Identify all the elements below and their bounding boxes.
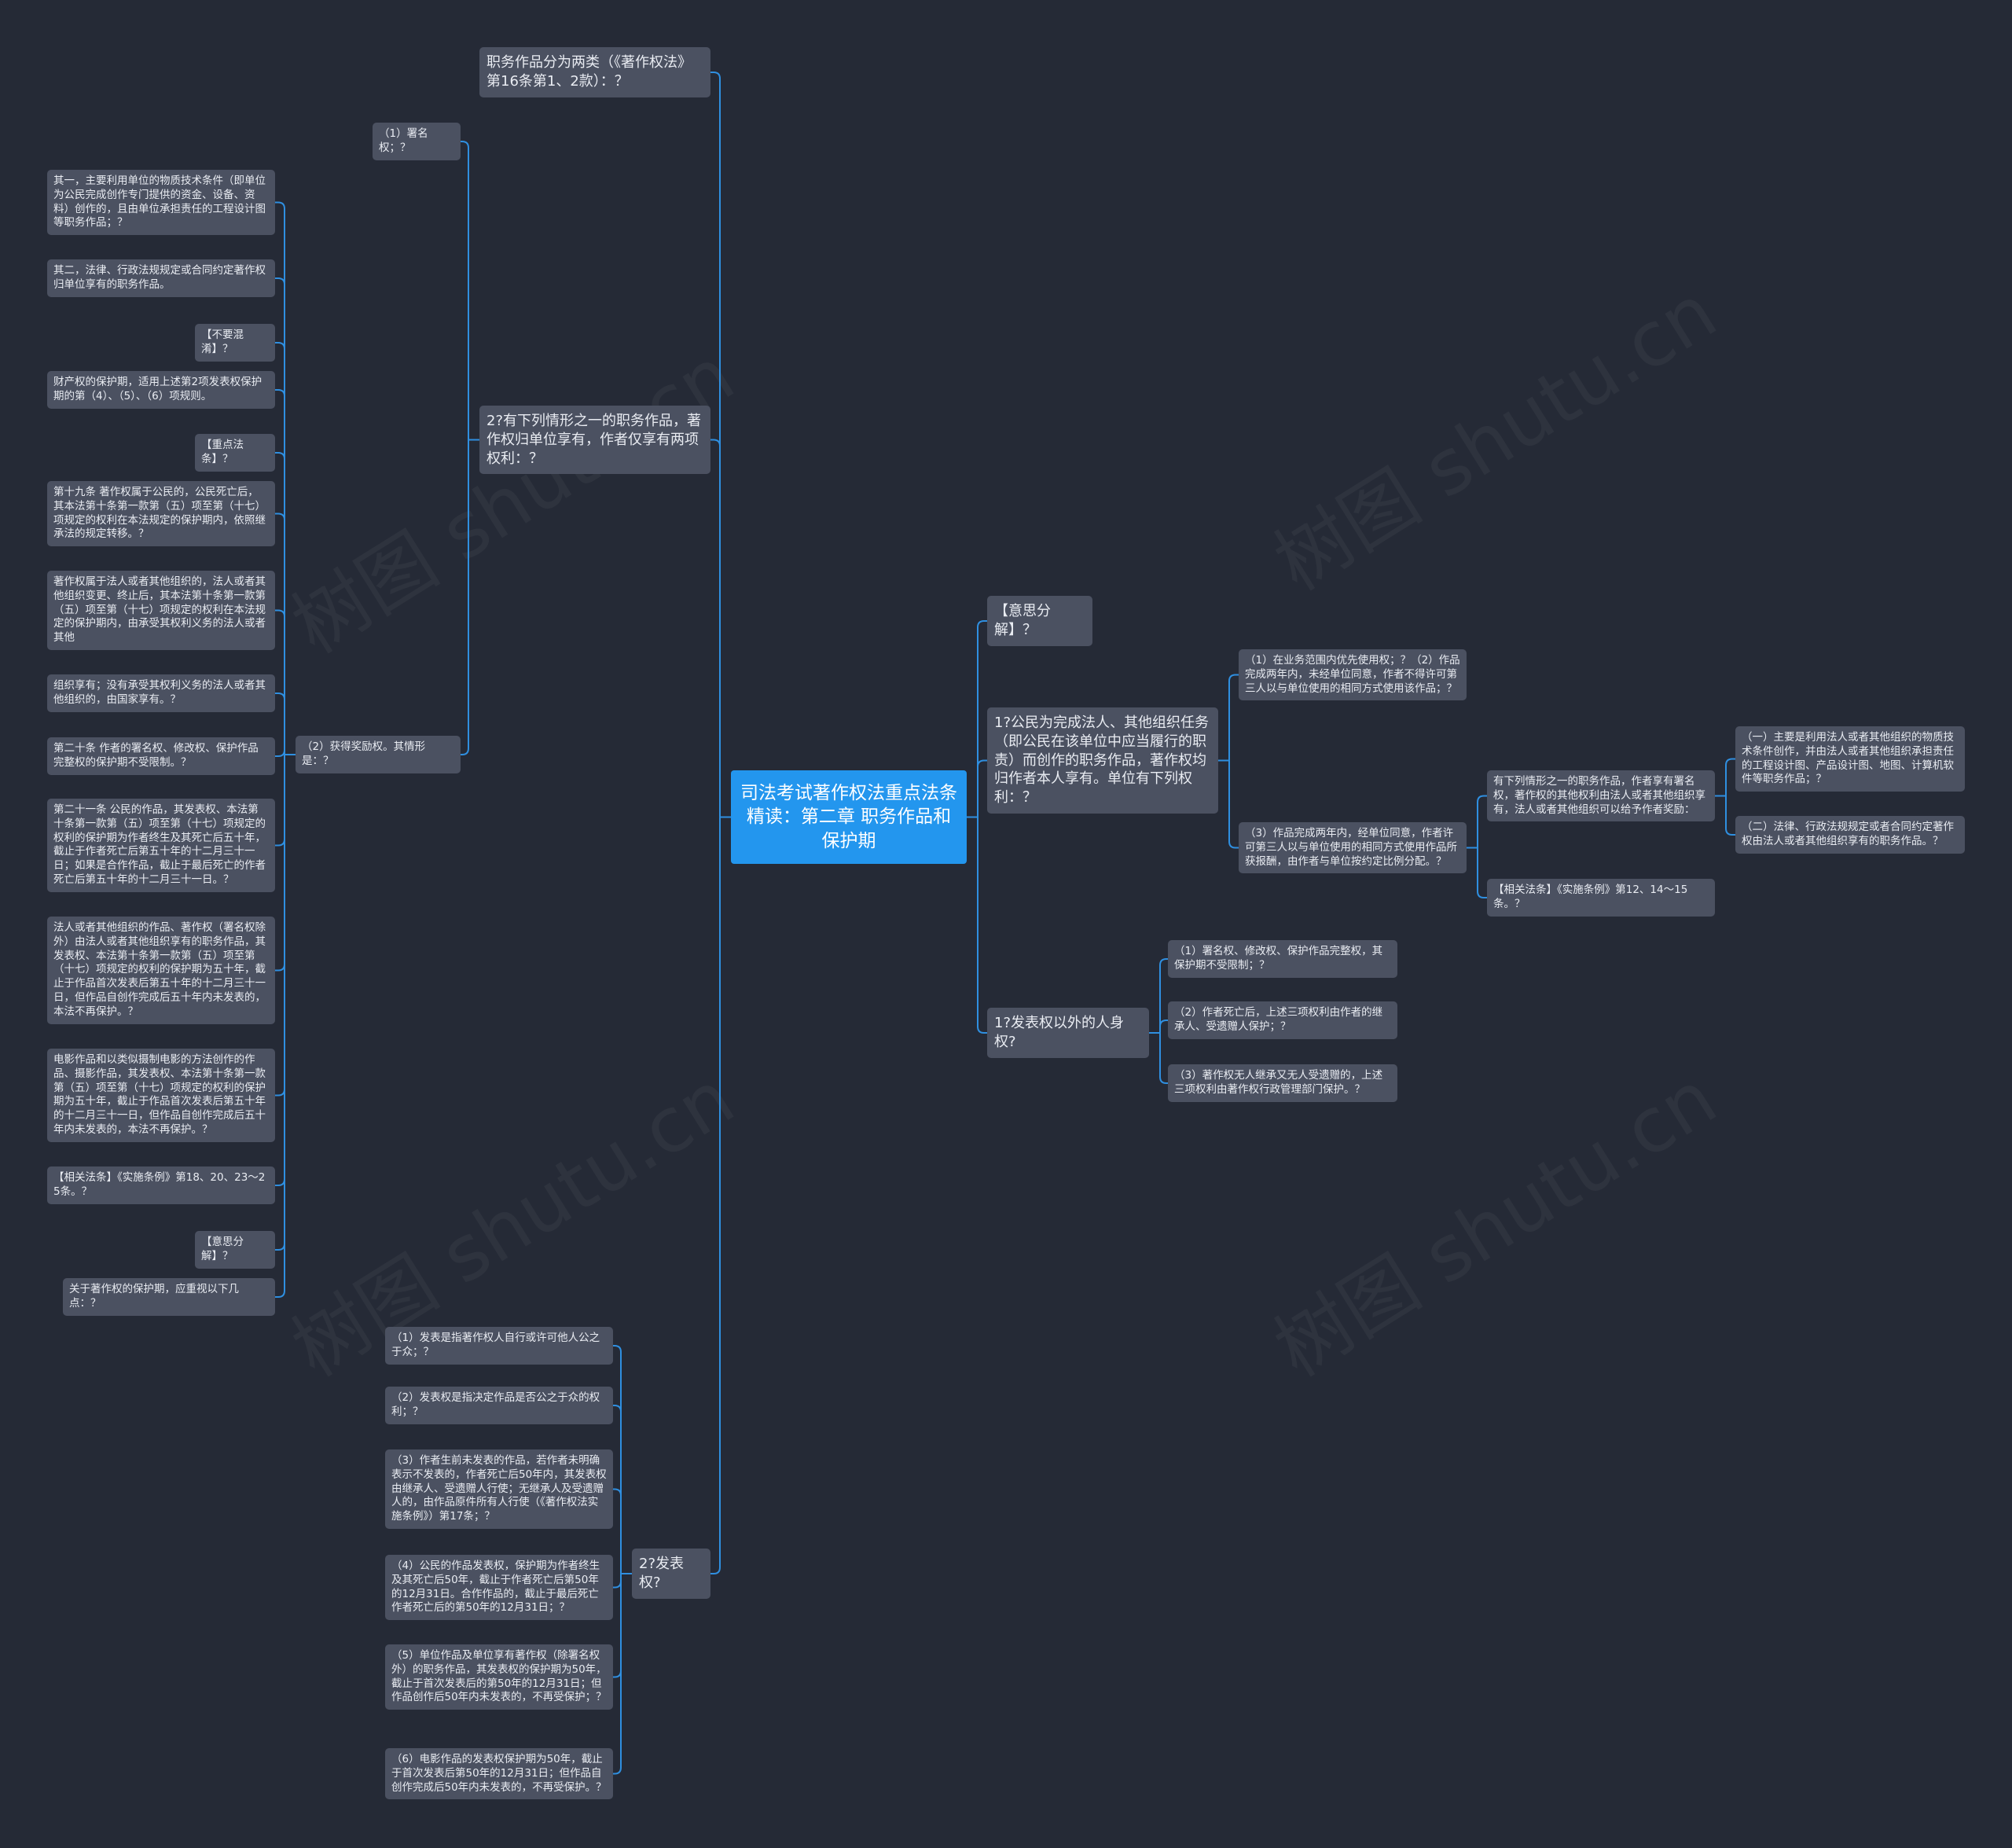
- connector: [275, 609, 285, 755]
- connector: [275, 755, 285, 1097]
- connector: [1228, 760, 1239, 849]
- leaf-item[interactable]: 【重点法条】？: [195, 434, 275, 472]
- connector: [275, 452, 285, 755]
- leaf-item[interactable]: （一）主要是利用法人或者其他组织的物质技术条件创作，并由法人或者其他组织承担责任…: [1735, 726, 1965, 792]
- leaf-item[interactable]: 【相关法条】《实施条例》第18、20、23～25条。？: [47, 1166, 275, 1204]
- leaf-item[interactable]: 电影作品和以类似摄制电影的方法创作的作品、摄影作品，其发表权、本法第十条第一款第…: [47, 1049, 275, 1142]
- connector: [977, 759, 987, 817]
- connector: [977, 620, 987, 817]
- leaf-item[interactable]: （3）作品完成两年内，经单位同意，作者许可第三人以与单位使用的相同方式使用作品所…: [1239, 822, 1467, 874]
- leaf-item[interactable]: 其一，主要利用单位的物质技术条件（即单位为公民完成创作专门提供的资金、设备、资料…: [47, 170, 275, 236]
- leaf-item[interactable]: （3）著作权无人继承又无人受遗赠的，上述三项权利由著作权行政管理部门保护。？: [1168, 1064, 1397, 1102]
- leaf-item[interactable]: （二）法律、行政法规规定或者合同约定著作权由法人或者其他组织享有的职务作品。？: [1735, 816, 1965, 854]
- connector: [710, 439, 721, 817]
- connector: [275, 755, 285, 1251]
- connector: [1725, 795, 1735, 836]
- connector: [1159, 1020, 1168, 1033]
- branch-author-owned-works[interactable]: 1?公民为完成法人、其他组织任务（即公民在该单位中应当履行的职责）而创作的职务作…: [987, 707, 1218, 814]
- connector: [1228, 674, 1239, 761]
- connector: [977, 817, 987, 1034]
- connector: [613, 1345, 622, 1574]
- leaf-item[interactable]: 其二，法律、行政法规规定或合同约定著作权归单位享有的职务作品。: [47, 259, 275, 297]
- connector: [275, 277, 285, 755]
- branch-personal-rights[interactable]: 1?发表权以外的人身权?: [987, 1008, 1149, 1058]
- connector: [275, 201, 285, 755]
- leaf-item[interactable]: 【不要混淆】？: [195, 324, 275, 362]
- node-reward-right[interactable]: （2）获得奖励权。其情形是：？: [296, 736, 461, 773]
- connector: [613, 1574, 622, 1678]
- connector: [1477, 795, 1487, 848]
- leaf-item[interactable]: （3）作者生前未发表的作品，若作者未明确表示不发表的，作者死亡后50年内，其发表…: [385, 1449, 613, 1530]
- leaf-item[interactable]: （2）发表权是指决定作品是否公之于众的权利；？: [385, 1387, 613, 1424]
- connector: [275, 693, 285, 755]
- connector: [710, 72, 721, 817]
- connector: [1477, 847, 1487, 898]
- leaf-item[interactable]: 财产权的保护期，适用上述第2项发表权保护期的第（4）、（5）、（6）项规则。: [47, 371, 275, 409]
- leaf-item[interactable]: 著作权属于法人或者其他组织的，法人或者其他组织变更、终止后，其本法第十条第一款第…: [47, 571, 275, 651]
- leaf-item[interactable]: （2）作者死亡后，上述三项权利由作者的继承人、受遗赠人保护；？: [1168, 1001, 1397, 1039]
- connector: [275, 755, 285, 847]
- branch-meaning-breakdown[interactable]: 【意思分解】？: [987, 596, 1092, 646]
- connector: [275, 755, 285, 1298]
- connector: [613, 1488, 622, 1574]
- leaf-item[interactable]: （6）电影作品的发表权保护期为50年，截止于首次发表后第50年的12月31日；但…: [385, 1748, 613, 1800]
- leaf-item[interactable]: 【相关法条】《实施条例》第12、14～15条。？: [1487, 879, 1715, 917]
- leaf-item[interactable]: 关于著作权的保护期，应重视以下几点：？: [63, 1278, 275, 1316]
- branch-publication-right[interactable]: 2?发表权?: [632, 1549, 710, 1599]
- connector: [275, 749, 285, 757]
- leaf-item[interactable]: （5）单位作品及单位享有著作权（除署名权外）的职务作品，其发表权的保护期为50年…: [385, 1644, 613, 1710]
- leaf-item[interactable]: 第十九条 著作权属于公民的，公民死亡后，其本法第十条第一款第（五）项至第（十七）…: [47, 481, 275, 547]
- connector: [275, 342, 285, 755]
- connector: [461, 439, 469, 755]
- connector: [1159, 958, 1168, 1033]
- leaf-item[interactable]: 法人或者其他组织的作品、著作权（署名权除外）由法人或者其他组织享有的职务作品，其…: [47, 917, 275, 1024]
- connector: [275, 389, 285, 755]
- root-topic[interactable]: 司法考试著作权法重点法条精读：第二章 职务作品和保护期: [731, 770, 967, 865]
- connector: [710, 817, 721, 1574]
- leaf-item[interactable]: （1）署名权、修改权、保护作品完整权，其保护期不受限制；？: [1168, 940, 1397, 978]
- leaf-item[interactable]: 【意思分解】？: [195, 1231, 275, 1269]
- leaf-item[interactable]: 第二十条 作者的署名权、修改权、保护作品完整权的保护期不受限制。？: [47, 737, 275, 775]
- branch-work-types[interactable]: 职务作品分为两类（《著作权法》第16条第1、2款）：？: [479, 47, 710, 97]
- connector: [613, 1574, 622, 1589]
- connector: [613, 1405, 622, 1574]
- leaf-item[interactable]: 有下列情形之一的职务作品，作者享有署名权，著作权的其他权利由法人或者其他组织享有…: [1487, 770, 1715, 822]
- connector: [275, 755, 285, 972]
- leaf-item[interactable]: （1）发表是指著作权人自行或许可他人公之于众；？: [385, 1327, 613, 1365]
- connector: [613, 1574, 622, 1775]
- connector: [1725, 758, 1735, 796]
- node-signature-right[interactable]: （1）署名权；？: [373, 123, 461, 160]
- connector: [275, 513, 285, 755]
- leaf-item[interactable]: （4）公民的作品发表权，保护期为作者终生及其死亡后50年，截止于作者死亡后第50…: [385, 1555, 613, 1621]
- leaf-item[interactable]: 第二十一条 公民的作品，其发表权、本法第十条第一款第（五）项至第（十七）项规定的…: [47, 799, 275, 892]
- branch-unit-owned-works[interactable]: 2?有下列情形之一的职务作品，著作权归单位享有，作者仅享有两项权利：？: [479, 406, 710, 475]
- leaf-item[interactable]: 组织享有；没有承受其权利义务的法人或者其他组织的，由国家享有。？: [47, 674, 275, 712]
- leaf-item[interactable]: （1）在业务范围内优先使用权；？（2）作品完成两年内，未经单位同意，作者不得许可…: [1239, 649, 1467, 701]
- connector: [461, 141, 469, 440]
- connector: [1159, 1033, 1168, 1084]
